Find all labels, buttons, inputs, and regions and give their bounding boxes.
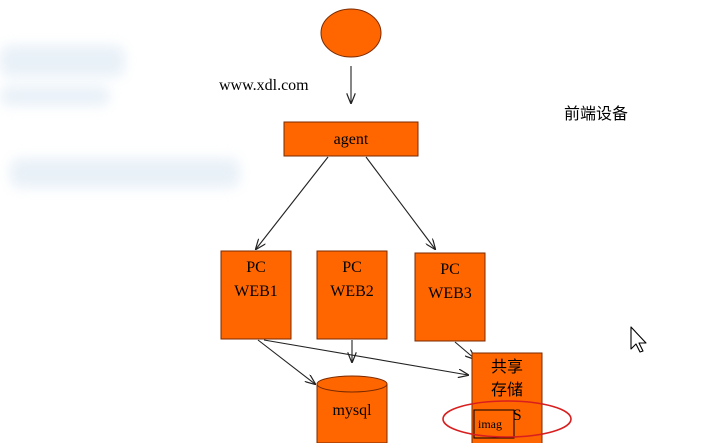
annotation-circle: [442, 400, 572, 438]
pc-web3-box: [414, 252, 486, 342]
edge-agent-to-web3: [365, 156, 435, 249]
blur-strip-1: [0, 45, 125, 77]
imag-label: imag: [478, 417, 502, 431]
pc-web3-line1: PC: [440, 261, 460, 278]
pc-web2-line1: PC: [342, 259, 362, 276]
pc-web1-line1: PC: [246, 259, 266, 276]
url-label: www.xdl.com: [219, 77, 309, 94]
mysql-cylinder-top: [316, 375, 388, 393]
shared-storage-line1: 共享: [491, 357, 523, 376]
mysql-database-node: mysql: [316, 375, 388, 443]
pc-web3-node: PC WEB3: [414, 252, 486, 342]
pc-web1-line2: WEB1: [234, 283, 278, 300]
edge-agent-to-web1: [256, 156, 329, 249]
imag-box: [473, 409, 515, 439]
blur-strip-3: [10, 158, 240, 188]
pc-web2-line2: WEB2: [330, 283, 374, 300]
front-end-devices-label: 前端设备: [564, 104, 628, 123]
edge-web1-to-storage: [263, 339, 468, 375]
shared-storage-node: 共享 存储 NFS imag: [471, 352, 543, 443]
agent-label: agent: [334, 131, 369, 148]
mouse-pointer-icon: [630, 326, 647, 353]
agent-box: [283, 121, 419, 157]
pc-web1-node: PC WEB1: [220, 250, 292, 340]
edge-web1-to-mysql: [257, 339, 315, 384]
entry-node-ellipse: [320, 8, 382, 58]
shared-storage-line2: 存储: [491, 380, 523, 399]
pc-web1-box: [220, 250, 292, 340]
mysql-label: mysql: [332, 402, 372, 419]
blur-strip-2: [0, 86, 110, 106]
pc-web2-box: [316, 250, 388, 340]
agent-node: agent: [283, 121, 419, 157]
mysql-cylinder-body: [316, 384, 388, 443]
pc-web2-node: PC WEB2: [316, 250, 388, 340]
pc-web3-line2: WEB3: [428, 285, 472, 302]
